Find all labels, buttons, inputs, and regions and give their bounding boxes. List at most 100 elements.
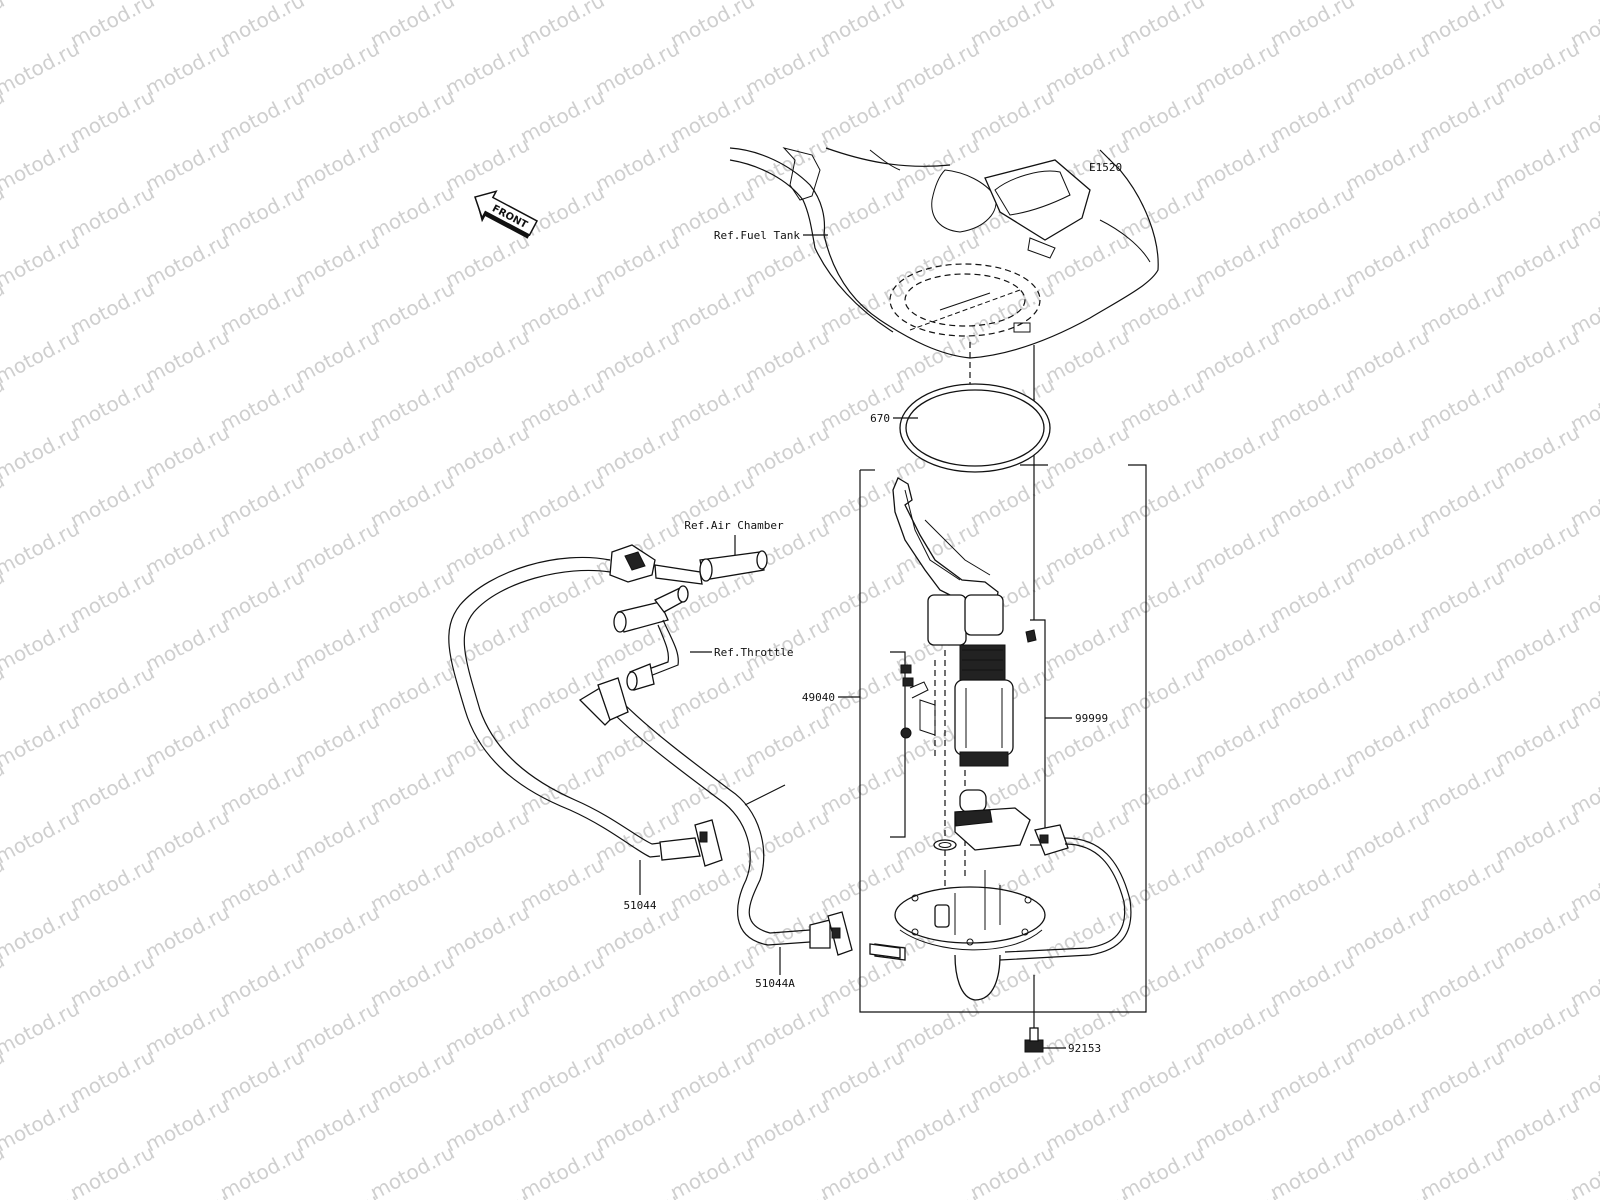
watermark-text: motod.ru [441,228,533,292]
watermark-text: motod.ru [1266,1044,1358,1108]
watermark-text: motod.ru [666,372,758,436]
watermark-text: motod.ru [291,612,383,676]
hose-divider [744,784,786,806]
watermark-text: motod.ru [1191,900,1283,964]
watermark-text: motod.ru [216,180,308,244]
gasket-label: 670 [870,412,890,425]
watermark-text: motod.ru [591,1092,683,1156]
watermark-text: motod.ru [1341,996,1433,1060]
watermark-text: motod.ru [1266,276,1358,340]
watermark-text: motod.ru [291,804,383,868]
watermark-text: motod.ru [441,420,533,484]
watermark-text: motod.ru [66,756,158,820]
watermark-text: motod.ru [741,708,833,772]
watermark-text: motod.ru [816,1044,908,1108]
watermark-text: motod.ru [516,468,608,532]
watermark-text: motod.ru [366,660,458,724]
watermark-text: motod.ru [741,324,833,388]
fuel-pump [892,477,1014,935]
watermark-text: motod.ru [66,852,158,916]
watermark-text: motod.ru [141,36,233,100]
watermark-text: motod.ru [1191,420,1283,484]
watermark-text: motod.ru [291,420,383,484]
watermark-text: motod.ru [591,132,683,196]
watermark-text: motod.ru [1191,324,1283,388]
watermark-text: motod.ru [66,1044,158,1108]
watermark-text: motod.ru [366,84,458,148]
watermark-text: motod.ru [1341,804,1433,868]
watermark-text: motod.ru [966,1044,1058,1108]
watermark-text: motod.ru [366,180,458,244]
watermark-text: motod.ru [441,132,533,196]
watermark-text: motod.ru [141,132,233,196]
watermark-text: motod.ru [741,996,833,1060]
watermark-text: motod.ru [816,180,908,244]
watermark-text: motod.ru [891,132,983,196]
front-arrow-icon: FRONT [474,190,539,239]
watermark-text: motod.ru [1416,1044,1508,1108]
watermark-text: motod.ru [741,420,833,484]
watermark-text: motod.ru [66,468,158,532]
wire-connector [999,824,1132,961]
watermark-text: motod.ru [1416,84,1508,148]
watermark-text: motod.ru [1191,1092,1283,1156]
ref-air-chamber-label: Ref.Air Chamber [684,519,784,532]
watermark-text: motod.ru [816,372,908,436]
watermark-text: motod.ru [1041,228,1133,292]
watermark-text: motod.ru [141,324,233,388]
watermark-text: motod.ru [816,852,908,916]
watermark-text: motod.ru [141,420,233,484]
ref-fuel-tank-label: Ref.Fuel Tank [714,229,800,242]
watermark-text: motod.ru [0,420,83,484]
watermark-text: motod.ru [1191,132,1283,196]
watermark-text: motod.ru [0,612,83,676]
bolt-label: 92153 [1068,1042,1101,1055]
watermark-text: motod.ru [516,372,608,436]
watermark-text: motod.ru [216,948,308,1012]
watermark-text: motod.ru [1491,324,1583,388]
watermark-text: motod.ru [1116,0,1208,52]
watermark-text: motod.ru [216,276,308,340]
watermark-text: motod.ru [441,516,533,580]
watermark-text: motod.ru [1491,420,1583,484]
watermark-text: motod.ru [1266,660,1358,724]
watermark-text: motod.ru [1491,612,1583,676]
watermark-text: motod.ru [66,180,158,244]
watermark-text: motod.ru [441,804,533,868]
watermark-text: motod.ru [666,84,758,148]
watermark-text: motod.ru [1266,852,1358,916]
watermark-text: motod.ru [66,0,158,52]
watermark-text: motod.ru [216,852,308,916]
bolt [1024,1027,1044,1053]
watermark-text: motod.ru [1191,1188,1283,1200]
gasket-ring-inner [905,389,1045,467]
watermark-text: motod.ru [516,564,608,628]
watermark-text: motod.ru [1416,1140,1508,1200]
watermark-text: motod.ru [66,660,158,724]
watermark-text: motod.ru [591,324,683,388]
watermark-text: motod.ru [1266,84,1358,148]
watermark-text: motod.ru [666,660,758,724]
pump-kit-label: 99999 [1075,712,1108,725]
watermark-text: motod.ru [816,84,908,148]
watermark-text: motod.ru [0,516,83,580]
watermark-text: motod.ru [1491,804,1583,868]
watermark-text: motod.ru [1416,276,1508,340]
fuel-hose-inner [578,677,901,959]
watermark-text: motod.ru [1416,564,1508,628]
watermark-text: motod.ru [1266,180,1358,244]
watermark-text: motod.ru [441,1092,533,1156]
watermark-text: motod.ru [816,1140,908,1200]
pump-assy-frame [859,464,1147,1013]
watermark-text: motod.ru [366,468,458,532]
watermark-text: motod.ru [216,468,308,532]
watermark-text: motod.ru [1116,948,1208,1012]
watermark-text: motod.ru [1041,324,1133,388]
watermark-text: motod.ru [741,804,833,868]
watermark-text: motod.ru [1491,516,1583,580]
watermark-text: motod.ru [1266,1140,1358,1200]
watermark-text: motod.ru [966,84,1058,148]
watermark-text: motod.ru [441,324,533,388]
watermark-text: motod.ru [216,84,308,148]
watermark-text: motod.ru [216,372,308,436]
